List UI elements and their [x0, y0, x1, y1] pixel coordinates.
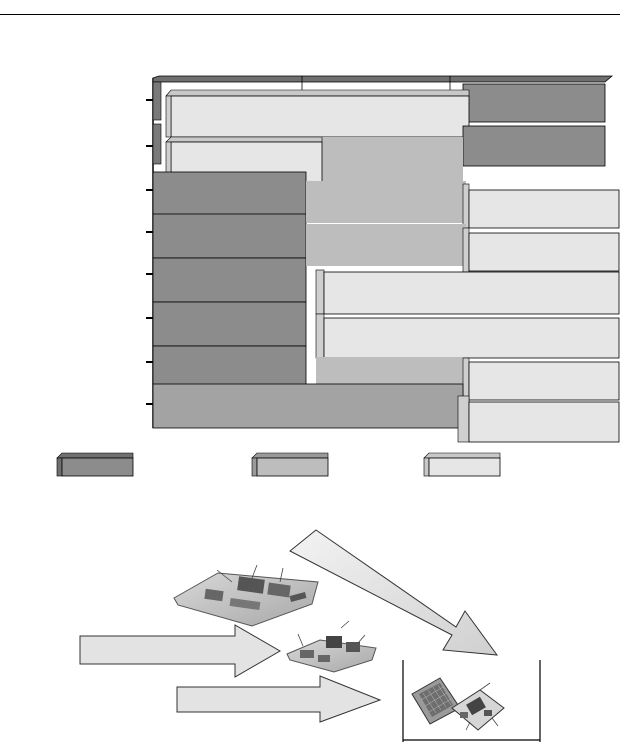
dark-column-rows: [152, 171, 307, 391]
large-circuit-board: [173, 564, 319, 627]
row-1-dark-bar: [462, 83, 606, 123]
chart-top-edge: [152, 75, 614, 83]
chip-frame: [402, 660, 541, 742]
row-6-light-bar: [323, 317, 620, 359]
bga-chip: [411, 677, 461, 725]
small-module-board: [286, 620, 377, 673]
soc-chip: [451, 682, 505, 731]
roadmap-chart: [146, 75, 620, 443]
row-8-light-bar: [468, 401, 620, 443]
row-2-dark-bar: [462, 125, 606, 167]
header-rule: [0, 14, 620, 15]
legend-swatch-dark: [56, 452, 134, 477]
big-arrow: [289, 529, 499, 656]
row-1-light-bar: [170, 95, 470, 138]
row-2-side: [152, 123, 162, 165]
row-4-light-bar: [468, 232, 620, 272]
chart-legend: [56, 452, 501, 477]
row-8-mid-bar: [152, 383, 464, 429]
row-5-light-bar: [323, 271, 620, 315]
legend-swatch-mid: [251, 452, 329, 477]
legend-swatch-light: [423, 452, 501, 477]
row-3-light-bar: [468, 189, 620, 229]
row-7-light-bar: [468, 361, 620, 401]
row-3-mid-bar: [306, 181, 466, 223]
row-2-mid-bar: [322, 137, 463, 181]
row-4-mid-bar: [306, 224, 466, 266]
axis-ticks: [146, 99, 153, 405]
arrow-left-upper: [79, 624, 281, 678]
row-1-side: [152, 81, 162, 121]
arrow-left-lower: [176, 675, 382, 723]
